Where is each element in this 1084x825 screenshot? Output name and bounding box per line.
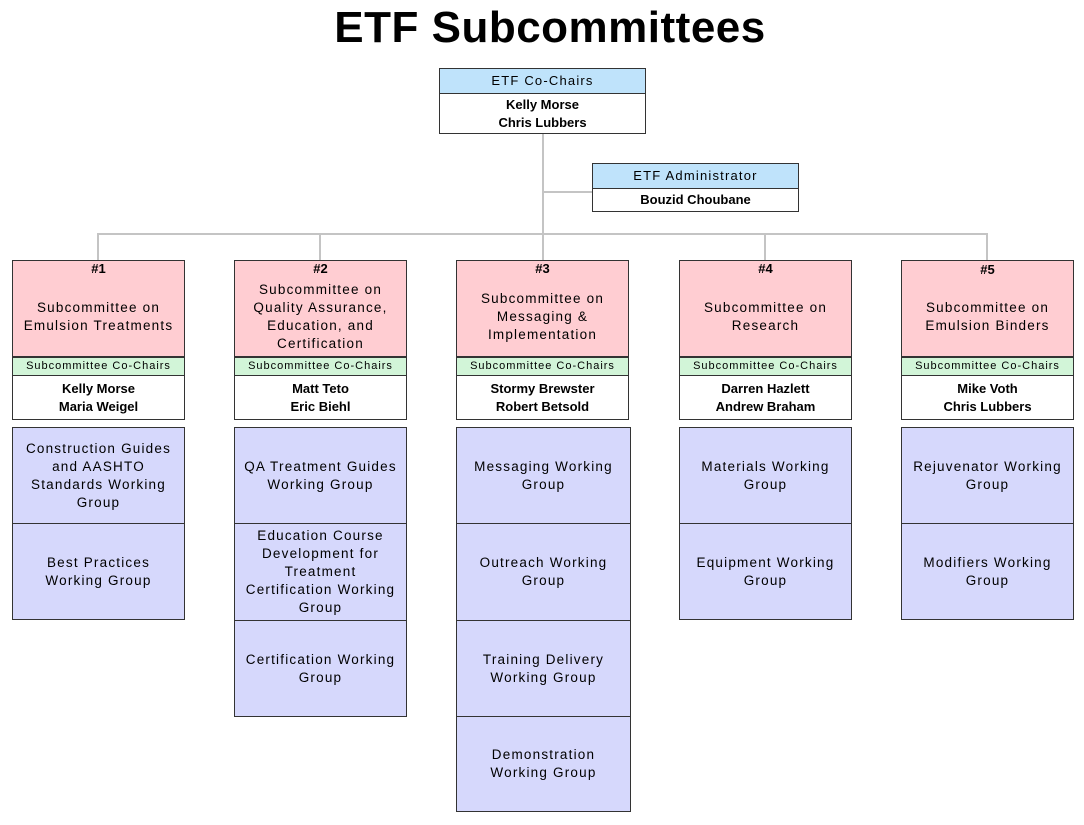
subcommittee-cochair-name: Kelly Morse (62, 380, 135, 396)
subcommittee-cochair-name: Eric Biehl (290, 398, 351, 414)
subcommittee-cochair-name: Darren Hazlett (721, 380, 810, 396)
subcommittee-cochairs-label: Subcommittee Co-Chairs (12, 357, 185, 376)
subcommittee-name: Subcommittee on Quality Assurance, Educa… (253, 281, 388, 351)
subcommittee-name: Subcommittee on Messaging & Implementati… (480, 290, 605, 342)
working-group-box: Demonstration Working Group (456, 716, 631, 812)
connector-sub-5 (986, 233, 988, 260)
etf-administrator-box: ETF Administrator Bouzid Choubane (592, 163, 799, 212)
working-group-box: Education Course Development for Treatme… (234, 523, 407, 621)
working-group-box: Modifiers Working Group (901, 523, 1074, 620)
subcommittee-cochair-name: Matt Teto (292, 380, 349, 396)
connector-admin (542, 191, 593, 193)
page-title: ETF Subcommittees (334, 3, 766, 52)
subcommittee-number: #3 (535, 261, 550, 276)
connector-horizontal (97, 233, 988, 235)
subcommittee-cochair-name: Mike Voth (957, 380, 1018, 396)
connector-sub-2 (319, 233, 321, 260)
working-group-box: Rejuvenator Working Group (901, 427, 1074, 524)
subcommittee-name: Subcommittee on Emulsion Treatments (23, 299, 174, 333)
working-group-box: Training Delivery Working Group (456, 620, 631, 717)
connector-sub-1 (97, 233, 99, 260)
working-group-box: Materials Working Group (679, 427, 852, 524)
subcommittee-cochair-name: Robert Betsold (495, 398, 590, 414)
etf-administrator-label: ETF Administrator (593, 164, 798, 189)
connector-trunk (542, 134, 544, 260)
subcommittee-cochairs-label: Subcommittee Co-Chairs (456, 357, 629, 376)
subcommittee-number: #4 (758, 261, 773, 276)
working-group-box: Certification Working Group (234, 620, 407, 717)
etf-cochairs-box: ETF Co-Chairs Kelly Morse Chris Lubbers (439, 68, 646, 134)
subcommittee-name: Subcommittee on Research (703, 299, 828, 333)
subcommittee-number: #5 (980, 262, 995, 277)
etf-cochair-name: Kelly Morse (506, 97, 579, 112)
working-group-box: Outreach Working Group (456, 523, 631, 621)
subcommittee-cochair-name: Andrew Braham (715, 398, 816, 414)
connector-sub-4 (764, 233, 766, 260)
etf-cochairs-label: ETF Co-Chairs (440, 69, 645, 94)
subcommittee-cochairs-label: Subcommittee Co-Chairs (679, 357, 852, 376)
etf-cochair-name: Chris Lubbers (498, 115, 587, 130)
subcommittee-cochair-name: Stormy Brewster (490, 380, 595, 396)
working-group-box: Best Practices Working Group (12, 523, 185, 620)
working-group-box: Messaging Working Group (456, 427, 631, 524)
subcommittee-name: Subcommittee on Emulsion Binders (925, 299, 1050, 333)
working-group-box: Equipment Working Group (679, 523, 852, 620)
subcommittee-cochairs-label: Subcommittee Co-Chairs (901, 357, 1074, 376)
subcommittee-number: #1 (91, 261, 106, 276)
subcommittee-number: #2 (313, 261, 328, 276)
working-group-box: QA Treatment Guides Working Group (234, 427, 407, 524)
etf-administrator-name: Bouzid Choubane (640, 192, 751, 207)
subcommittee-cochair-name: Chris Lubbers (943, 398, 1032, 414)
working-group-box: Construction Guides and AASHTO Standards… (12, 427, 185, 524)
subcommittee-cochair-name: Maria Weigel (58, 398, 139, 414)
subcommittee-cochairs-label: Subcommittee Co-Chairs (234, 357, 407, 376)
